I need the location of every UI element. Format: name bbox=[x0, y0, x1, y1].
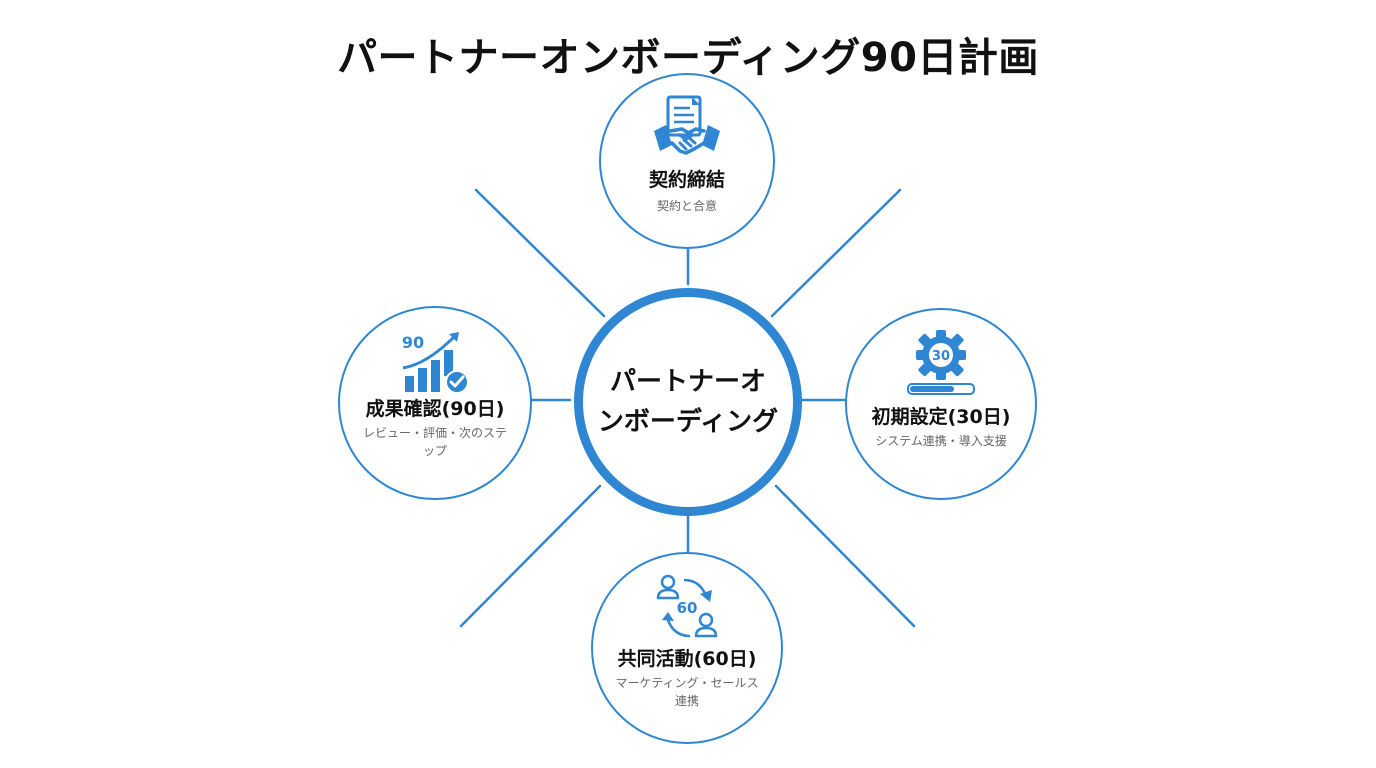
node-contract-desc: 契約と合意 bbox=[656, 199, 717, 213]
gear-number: 30 bbox=[932, 349, 950, 364]
node-joint-desc: マーケティング・セールス連携 bbox=[615, 676, 759, 708]
spoke-upper-left bbox=[474, 188, 606, 318]
handshake-document-icon bbox=[654, 95, 720, 155]
gear-progress-icon: 30 bbox=[907, 330, 975, 395]
node-joint-label: 共同活動(60日) bbox=[617, 648, 757, 670]
spoke-lower-left bbox=[459, 484, 602, 628]
center-hub: パートナーオ ンボーディング bbox=[574, 288, 802, 516]
growth-chart-check-icon: 90 bbox=[402, 332, 469, 394]
center-label-line2: ンボーディング bbox=[597, 407, 779, 437]
node-review-desc: レビュー・評価・次のステップ bbox=[362, 426, 507, 458]
node-review: 90 成果確認(90日) レビュー・評価・次のステップ bbox=[338, 306, 532, 500]
center-label-line1: パートナーオ bbox=[609, 367, 766, 397]
spoke-upper-right bbox=[770, 188, 902, 318]
chart-number: 90 bbox=[402, 333, 424, 352]
node-setup-label: 初期設定(30日) bbox=[871, 406, 1011, 428]
cycle-number: 60 bbox=[677, 599, 698, 617]
node-contract-label: 契約締結 bbox=[648, 169, 725, 191]
node-setup: 30 初期設定(30日) システム連携・導入支援 bbox=[845, 308, 1037, 500]
node-joint: 60 共同活動(60日) マーケティング・セールス連携 bbox=[591, 552, 783, 744]
spoke-lower-right bbox=[774, 484, 916, 628]
node-review-label: 成果確認(90日) bbox=[365, 398, 505, 420]
node-contract: 契約締結 契約と合意 bbox=[599, 73, 775, 249]
node-setup-desc: システム連携・導入支援 bbox=[875, 434, 1007, 448]
people-cycle-icon: 60 bbox=[656, 574, 718, 638]
